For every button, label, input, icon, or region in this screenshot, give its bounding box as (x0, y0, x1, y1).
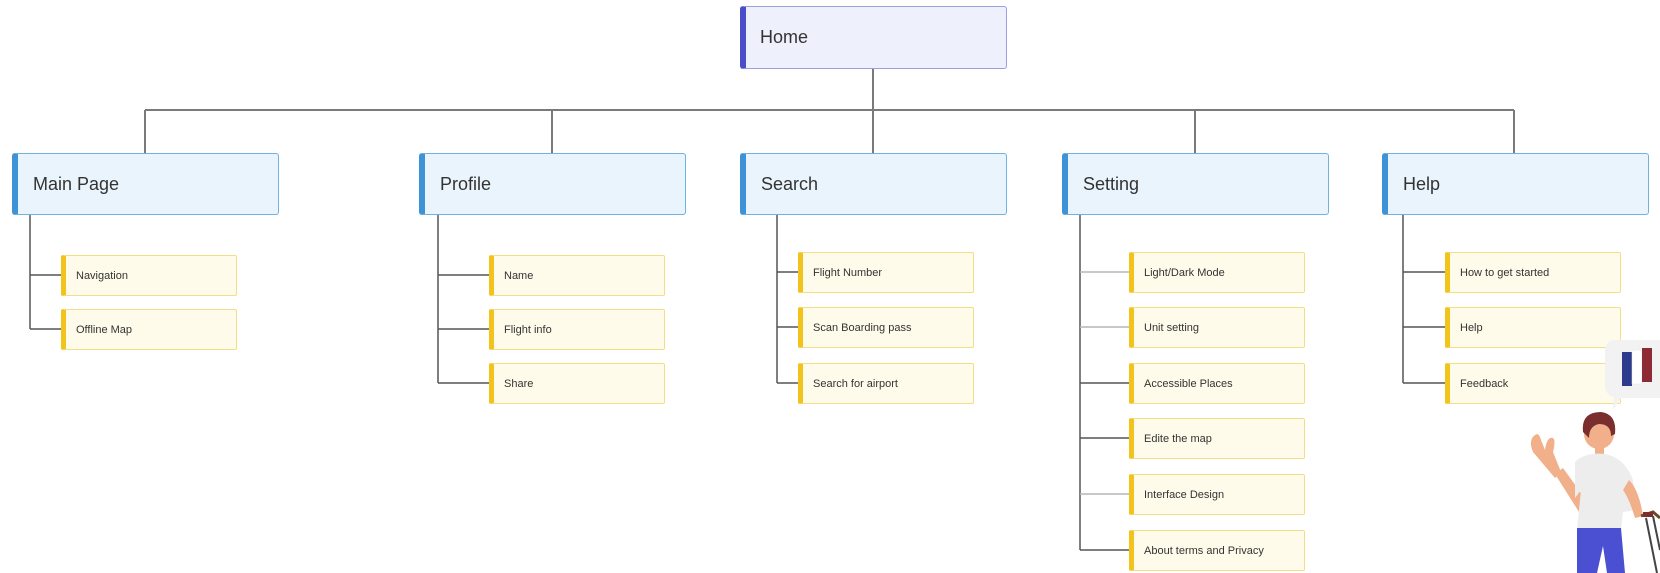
category-label: Help (1403, 173, 1441, 194)
leaf-node-search-for-airport[interactable]: Search for airport (798, 363, 974, 404)
leaf-node-how-to-get-started[interactable]: How to get started (1445, 252, 1621, 293)
leaf-node-accessible-places[interactable]: Accessible Places (1129, 363, 1305, 404)
leaf-label: Interface Design (1144, 488, 1225, 501)
category-label: Search (761, 173, 819, 194)
leaf-label: Unit setting (1144, 321, 1200, 334)
leaf-label: Offline Map (76, 323, 133, 336)
leaf-label: Flight Number (813, 266, 883, 279)
leaf-node-help[interactable]: Help (1445, 307, 1621, 348)
leaf-node-light-dark-mode[interactable]: Light/Dark Mode (1129, 252, 1305, 293)
flag-icon (1622, 348, 1652, 386)
category-label: Main Page (33, 173, 120, 194)
leaf-node-navigation[interactable]: Navigation (61, 255, 237, 296)
leaf-label: Accessible Places (1144, 377, 1233, 390)
leaf-label: Search for airport (813, 377, 898, 390)
root-node-home[interactable]: Home (740, 6, 1007, 69)
leaf-node-flight-info[interactable]: Flight info (489, 309, 665, 350)
leaf-node-unit-setting[interactable]: Unit setting (1129, 307, 1305, 348)
category-node-search[interactable]: Search (740, 153, 1007, 215)
category-node-setting[interactable]: Setting (1062, 153, 1329, 215)
category-node-help[interactable]: Help (1382, 153, 1649, 215)
leaf-label: Edite the map (1144, 432, 1212, 445)
leaf-node-offline-map[interactable]: Offline Map (61, 309, 237, 350)
category-label: Setting (1083, 173, 1140, 194)
leaf-label: Feedback (1460, 377, 1509, 390)
root-node-label: Home (760, 27, 809, 47)
leaf-node-interface-design[interactable]: Interface Design (1129, 474, 1305, 515)
leaf-node-about-terms-and-privacy[interactable]: About terms and Privacy (1129, 530, 1305, 571)
leaf-label: Light/Dark Mode (1144, 266, 1225, 279)
leaf-node-flight-number[interactable]: Flight Number (798, 252, 974, 293)
leaf-node-scan-boarding-pass[interactable]: Scan Boarding pass (798, 307, 974, 348)
leaf-node-name[interactable]: Name (489, 255, 665, 296)
traveler-illustration (1530, 340, 1660, 573)
leaf-label: Navigation (76, 269, 128, 282)
leaf-label: Help (1460, 321, 1483, 334)
leaf-label: About terms and Privacy (1144, 544, 1264, 557)
leaf-node-edite-the-map[interactable]: Edite the map (1129, 418, 1305, 459)
leaf-label: How to get started (1460, 266, 1550, 279)
category-node-profile[interactable]: Profile (419, 153, 686, 215)
leaf-node-feedback[interactable]: Feedback (1445, 363, 1621, 404)
leaf-label: Scan Boarding pass (813, 321, 912, 334)
leaf-label: Name (504, 269, 534, 282)
leaf-label: Share (504, 377, 534, 390)
category-node-main-page[interactable]: Main Page (12, 153, 279, 215)
leaf-node-share[interactable]: Share (489, 363, 665, 404)
category-label: Profile (440, 173, 492, 194)
hand-icon (1530, 434, 1561, 478)
leaf-label: Flight info (504, 323, 552, 336)
